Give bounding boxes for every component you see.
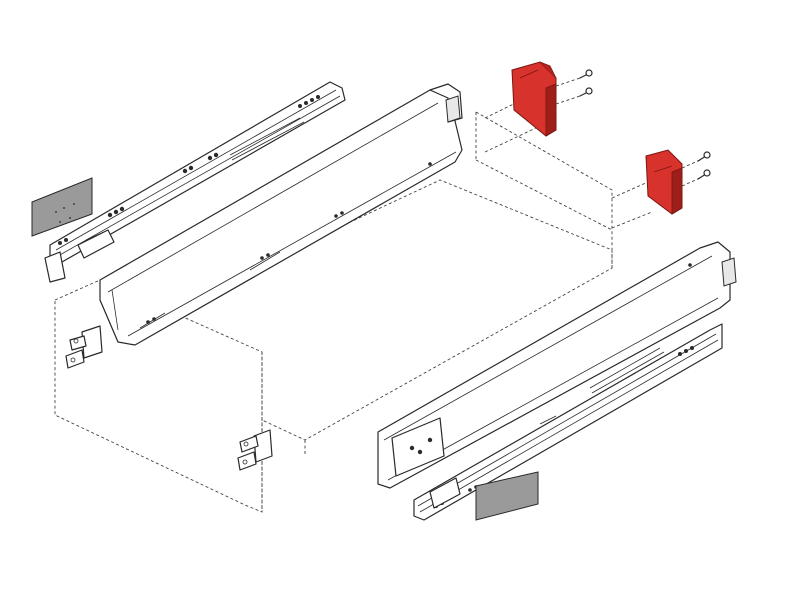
screw-icon bbox=[555, 69, 593, 87]
right-runner bbox=[413, 323, 723, 521]
screw-icon bbox=[681, 151, 711, 169]
rear-fixing-bracket-upper bbox=[511, 61, 557, 137]
drawer-outline bbox=[54, 95, 653, 513]
cover-cap-left bbox=[31, 177, 93, 237]
rear-fixing-bracket-lower bbox=[645, 149, 683, 215]
screw-icon bbox=[681, 169, 711, 187]
front-adjuster-lower bbox=[237, 429, 273, 471]
left-drawer-side bbox=[99, 83, 463, 346]
cover-cap-right bbox=[475, 471, 539, 521]
right-drawer-side bbox=[377, 241, 737, 489]
left-runner bbox=[44, 81, 346, 283]
screw-icon bbox=[555, 87, 593, 105]
front-adjuster-upper bbox=[65, 325, 103, 369]
